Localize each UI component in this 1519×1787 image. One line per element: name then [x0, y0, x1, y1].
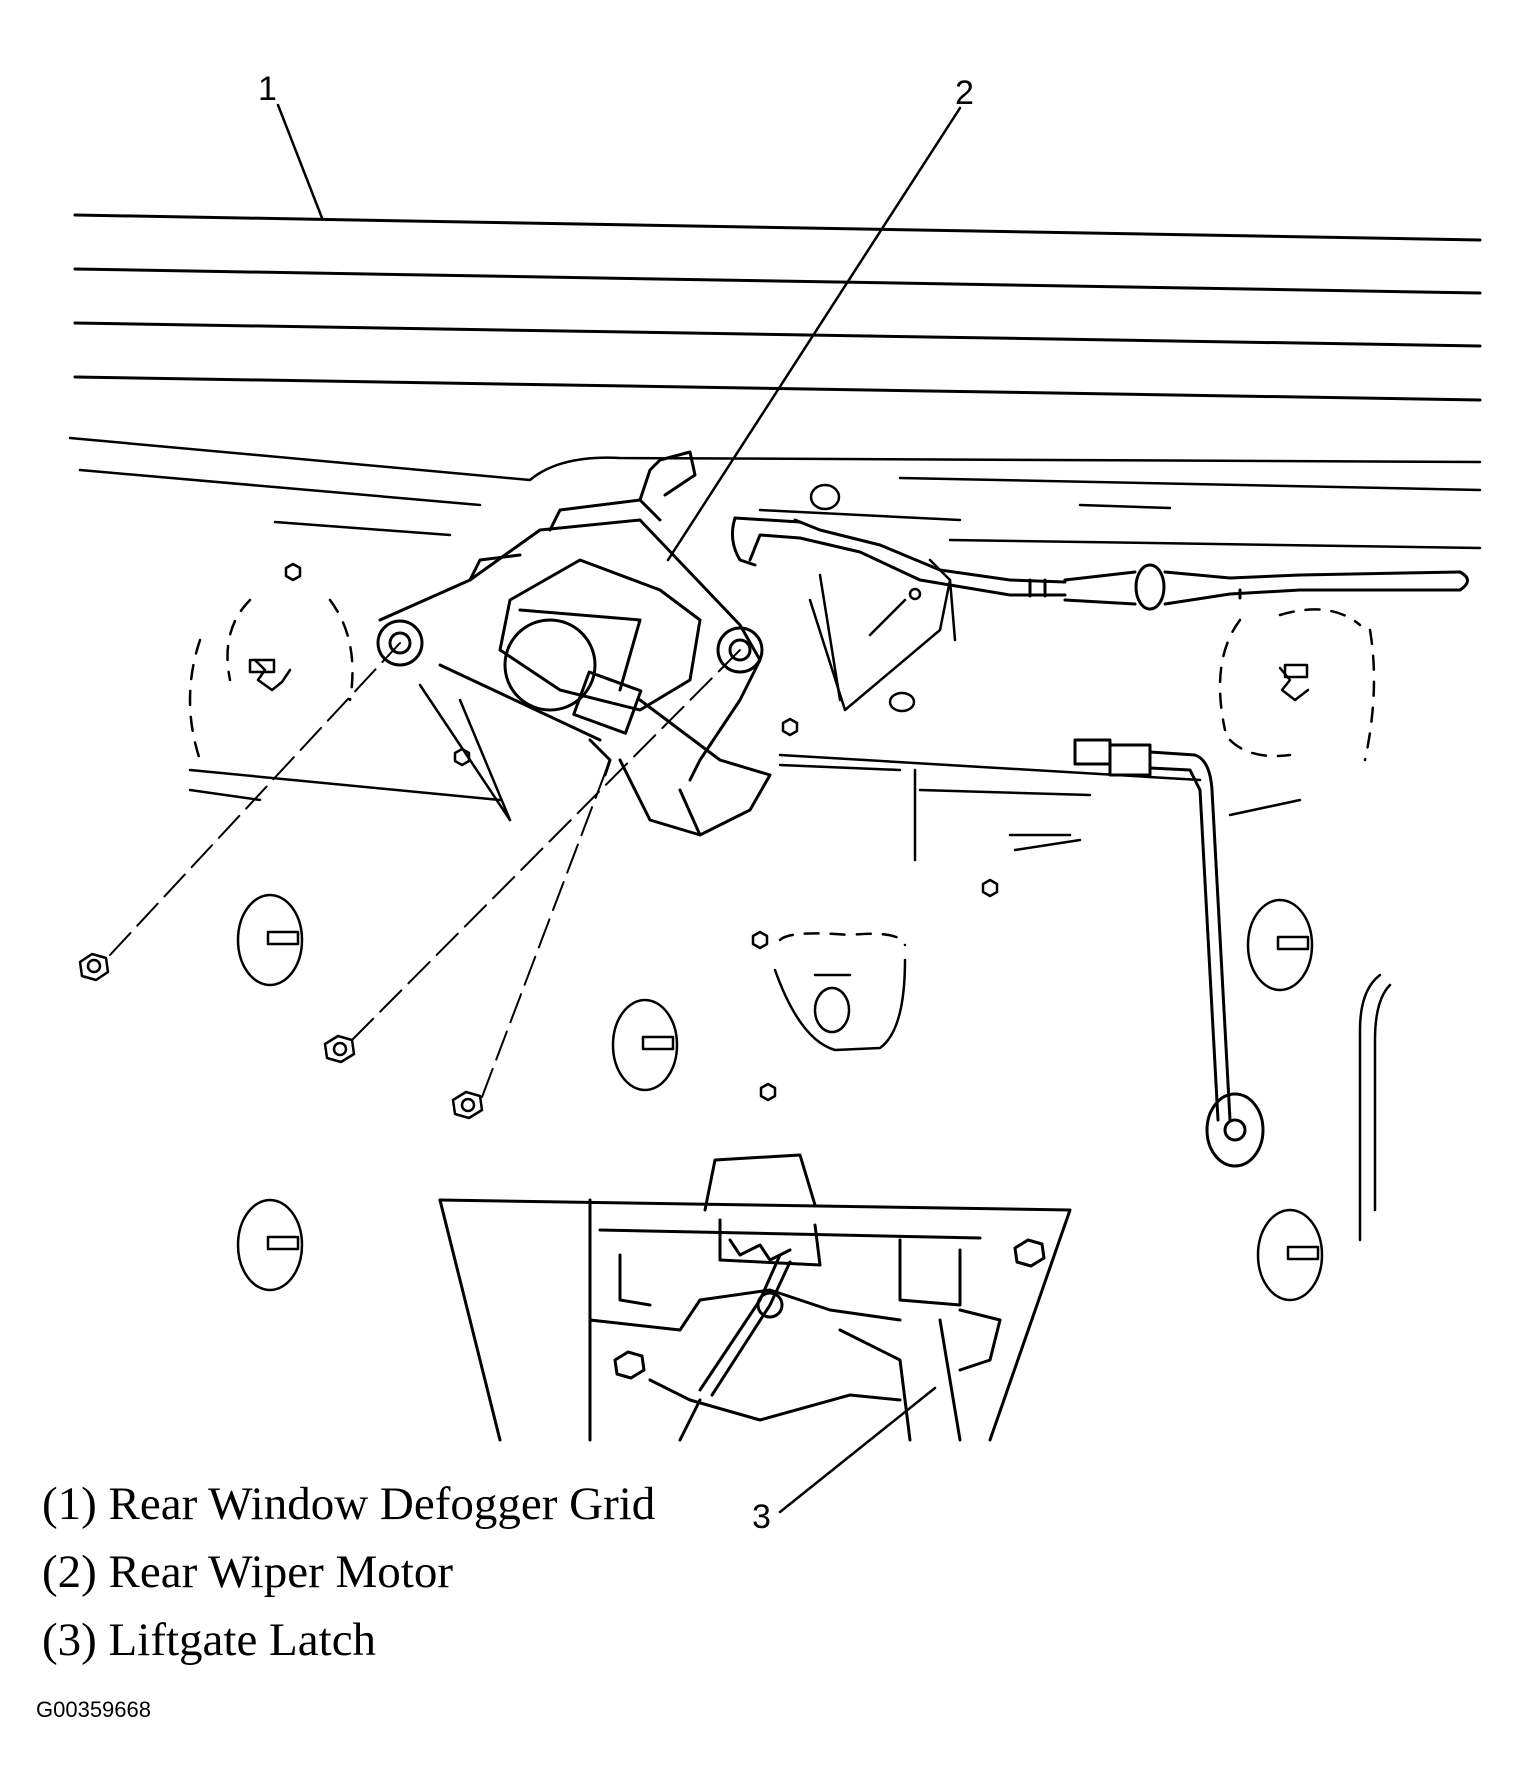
liftgate-upper-outline — [68, 436, 1482, 862]
leader-lines — [276, 103, 962, 1514]
callout-number-3: 3 — [752, 1498, 771, 1536]
liftgate-right-edge — [1358, 973, 1392, 1242]
access-openings — [188, 598, 1376, 947]
center-emblem-recess — [773, 958, 907, 1052]
hex-plugs — [284, 562, 999, 1102]
legend-item-3: (3) Liftgate Latch — [42, 1614, 377, 1666]
callout-number-2: 2 — [955, 74, 974, 112]
legend: (1) Rear Window Defogger Grid (2) Rear W… — [42, 1470, 655, 1674]
defogger-grid-lines — [73, 213, 1482, 402]
grommets — [236, 893, 1324, 1302]
figure-id: G00359668 — [36, 1697, 151, 1722]
bolts — [78, 952, 484, 1120]
liftgate-latch-drawing — [438, 1153, 1072, 1442]
clips — [248, 658, 1310, 702]
wiper-motor-drawing — [376, 450, 772, 837]
inner-panel-recesses — [418, 483, 957, 822]
bolt-paths — [109, 642, 741, 1098]
callout-number-1: 1 — [258, 70, 277, 108]
legend-item-1: (1) Rear Window Defogger Grid — [42, 1478, 656, 1530]
right-connector — [1073, 738, 1265, 1168]
legend-item-2: (2) Rear Wiper Motor — [42, 1546, 453, 1598]
wiring-harness — [730, 516, 1469, 611]
